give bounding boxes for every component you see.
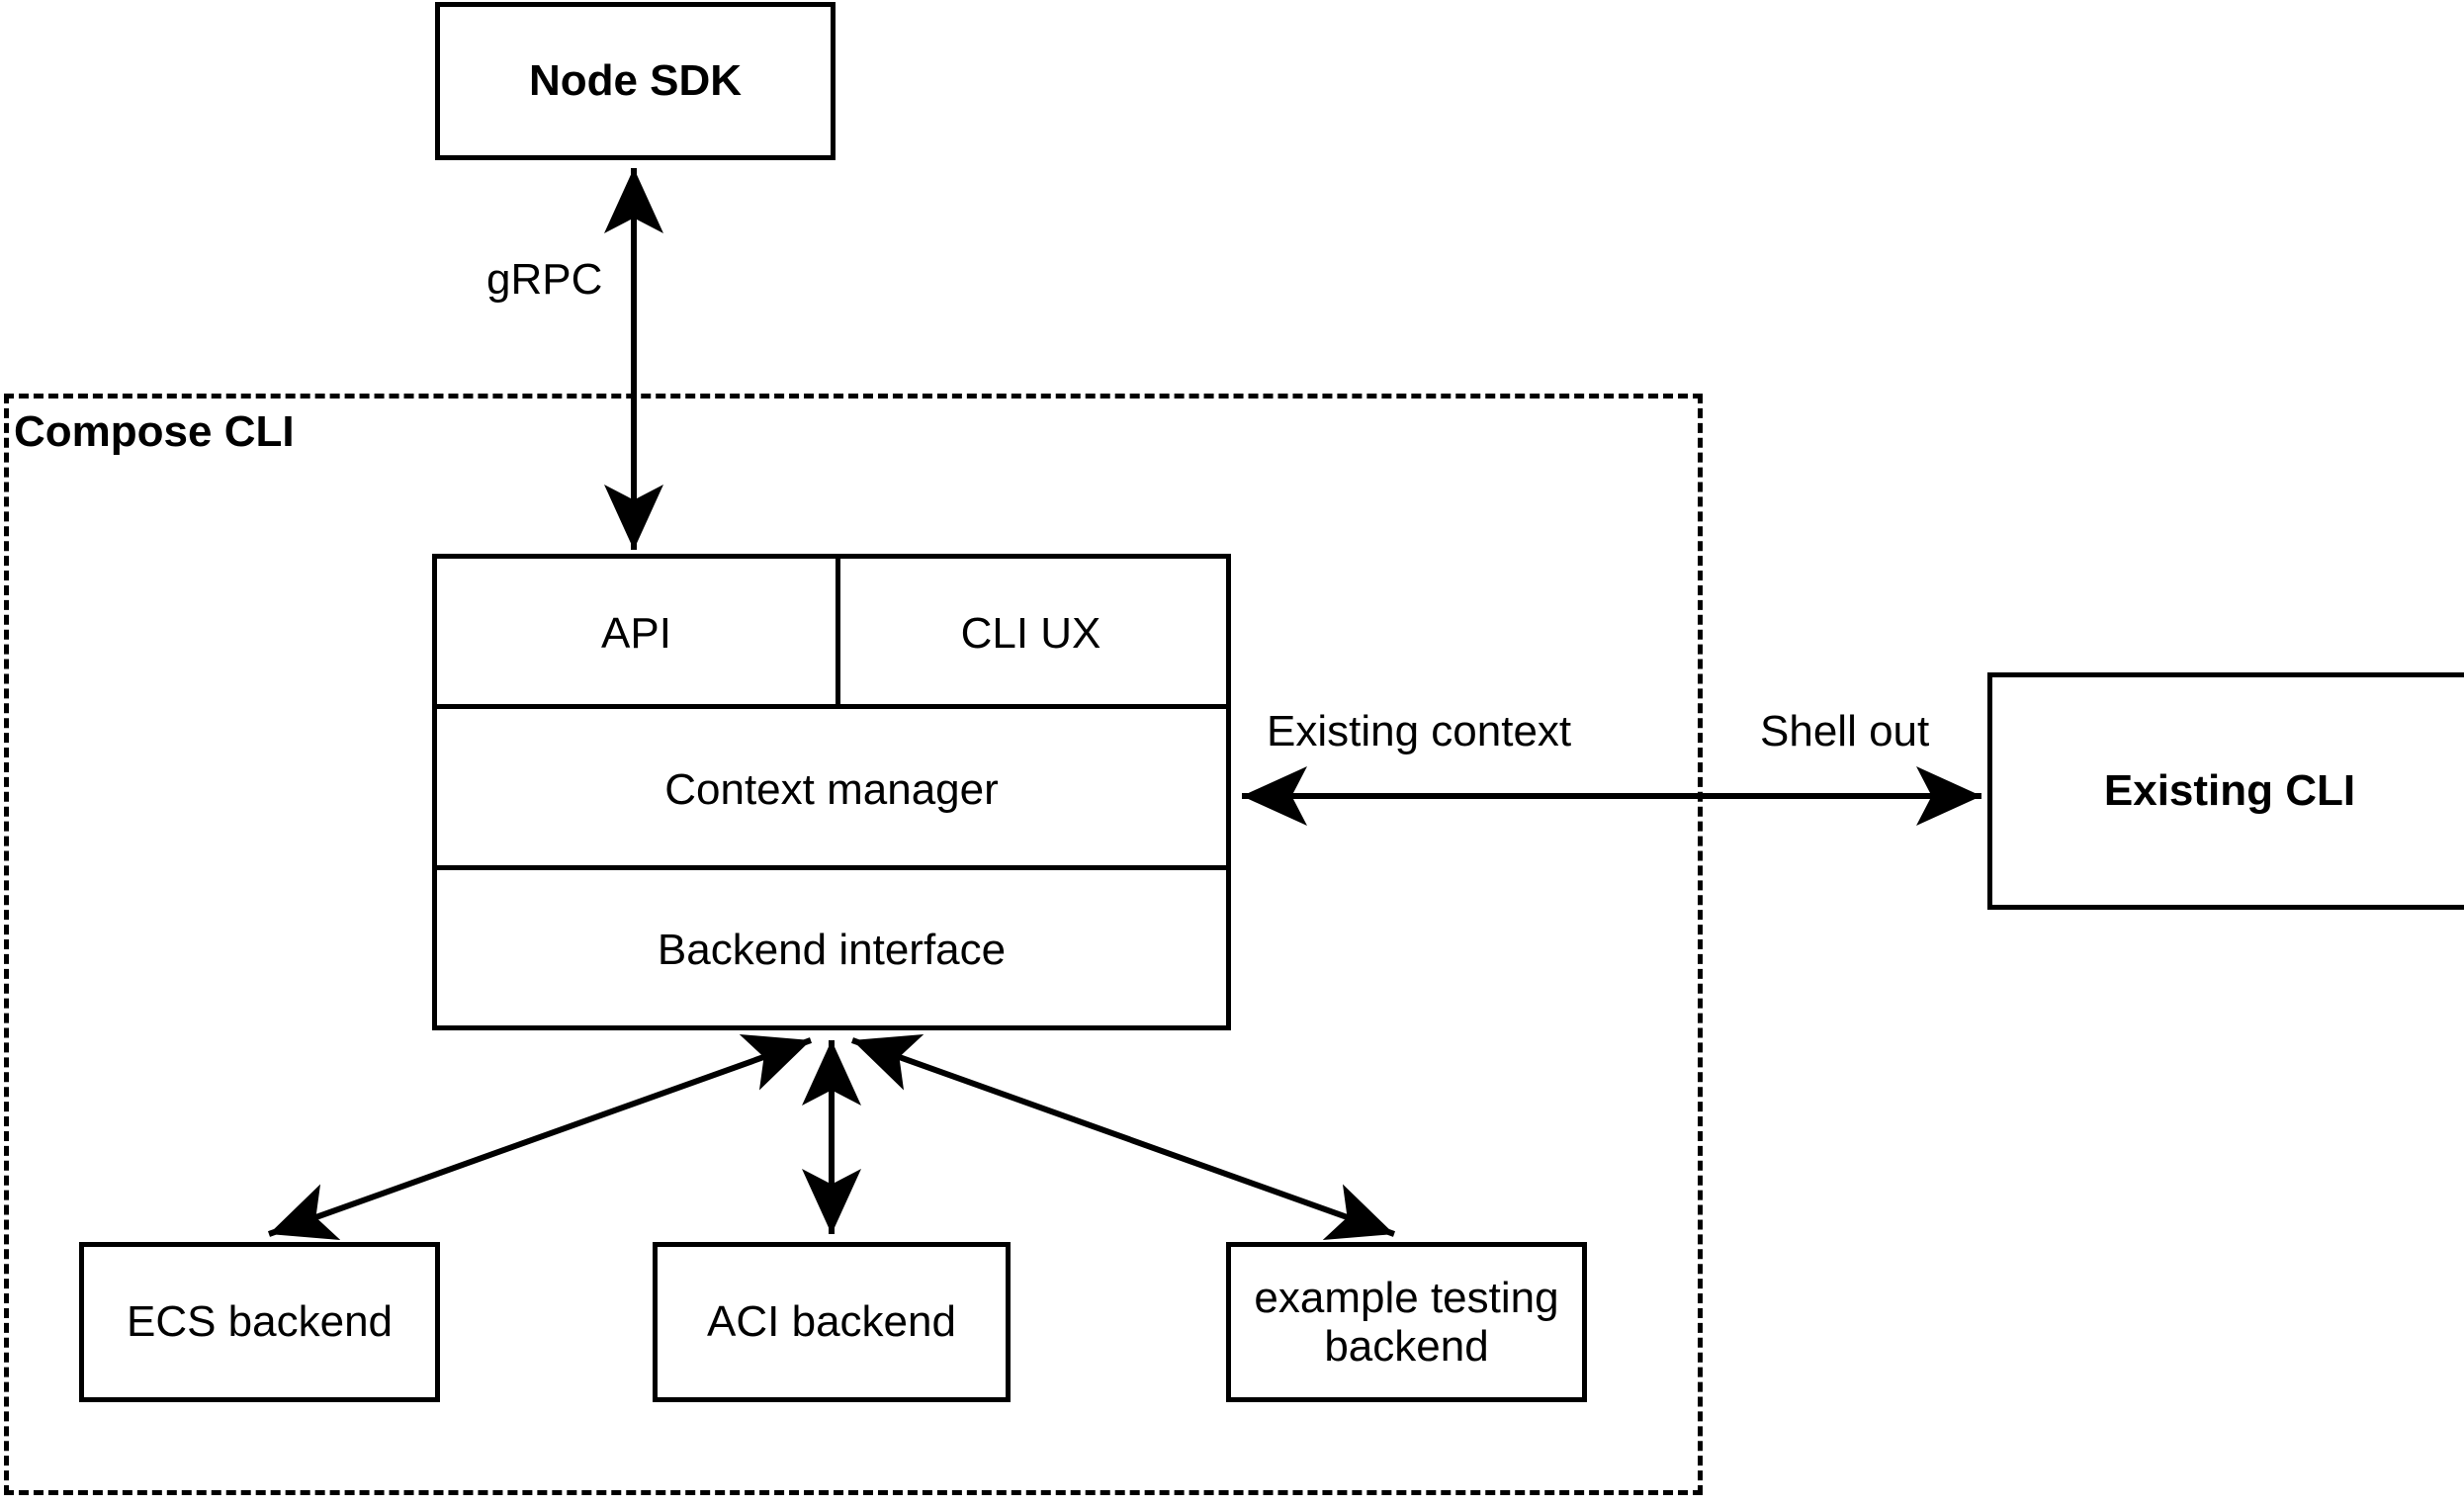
- edge-label-existing-context: Existing context: [1267, 707, 1572, 755]
- node-node-sdk-label: Node SDK: [528, 56, 743, 106]
- node-example-testing-backend-label: example testing backend: [1254, 1273, 1559, 1371]
- node-existing-cli[interactable]: Existing CLI: [1987, 672, 2464, 910]
- stack-row-api-cliux: API CLI UX: [437, 559, 1226, 709]
- stack-divider-row1-row2: [432, 704, 1231, 709]
- node-context-manager-label: Context manager: [664, 764, 999, 814]
- group-compose-cli: [4, 394, 1703, 1495]
- node-example-testing-backend[interactable]: example testing backend: [1226, 1242, 1587, 1402]
- stack-divider-row2-row3: [432, 865, 1231, 870]
- node-backend-interface-label: Backend interface: [657, 926, 1007, 975]
- edge-backend-ecs-line: [267, 1033, 813, 1241]
- group-compose-cli-label: Compose CLI: [14, 407, 295, 456]
- node-aci-backend-label: ACI backend: [707, 1297, 956, 1347]
- node-cli-ux-label: CLI UX: [960, 609, 1101, 659]
- edge-label-shell-out: Shell out: [1760, 707, 1930, 755]
- node-context-manager[interactable]: Context manager: [437, 709, 1226, 870]
- node-backend-interface[interactable]: Backend interface: [437, 870, 1226, 1030]
- node-existing-cli-label: Existing CLI: [2103, 766, 2356, 816]
- compose-cli-stack: [432, 554, 1231, 1030]
- stack-divider-api-cliux: [836, 554, 840, 709]
- edge-backend-example-line: [850, 1033, 1396, 1241]
- node-api[interactable]: API: [437, 559, 836, 709]
- node-cli-ux[interactable]: CLI UX: [836, 559, 1226, 709]
- node-node-sdk[interactable]: Node SDK: [435, 2, 836, 160]
- edge-label-grpc: gRPC: [486, 255, 603, 304]
- node-api-label: API: [601, 609, 671, 659]
- node-aci-backend[interactable]: ACI backend: [653, 1242, 1011, 1402]
- node-ecs-backend[interactable]: ECS backend: [79, 1242, 440, 1402]
- node-ecs-backend-label: ECS backend: [126, 1297, 394, 1347]
